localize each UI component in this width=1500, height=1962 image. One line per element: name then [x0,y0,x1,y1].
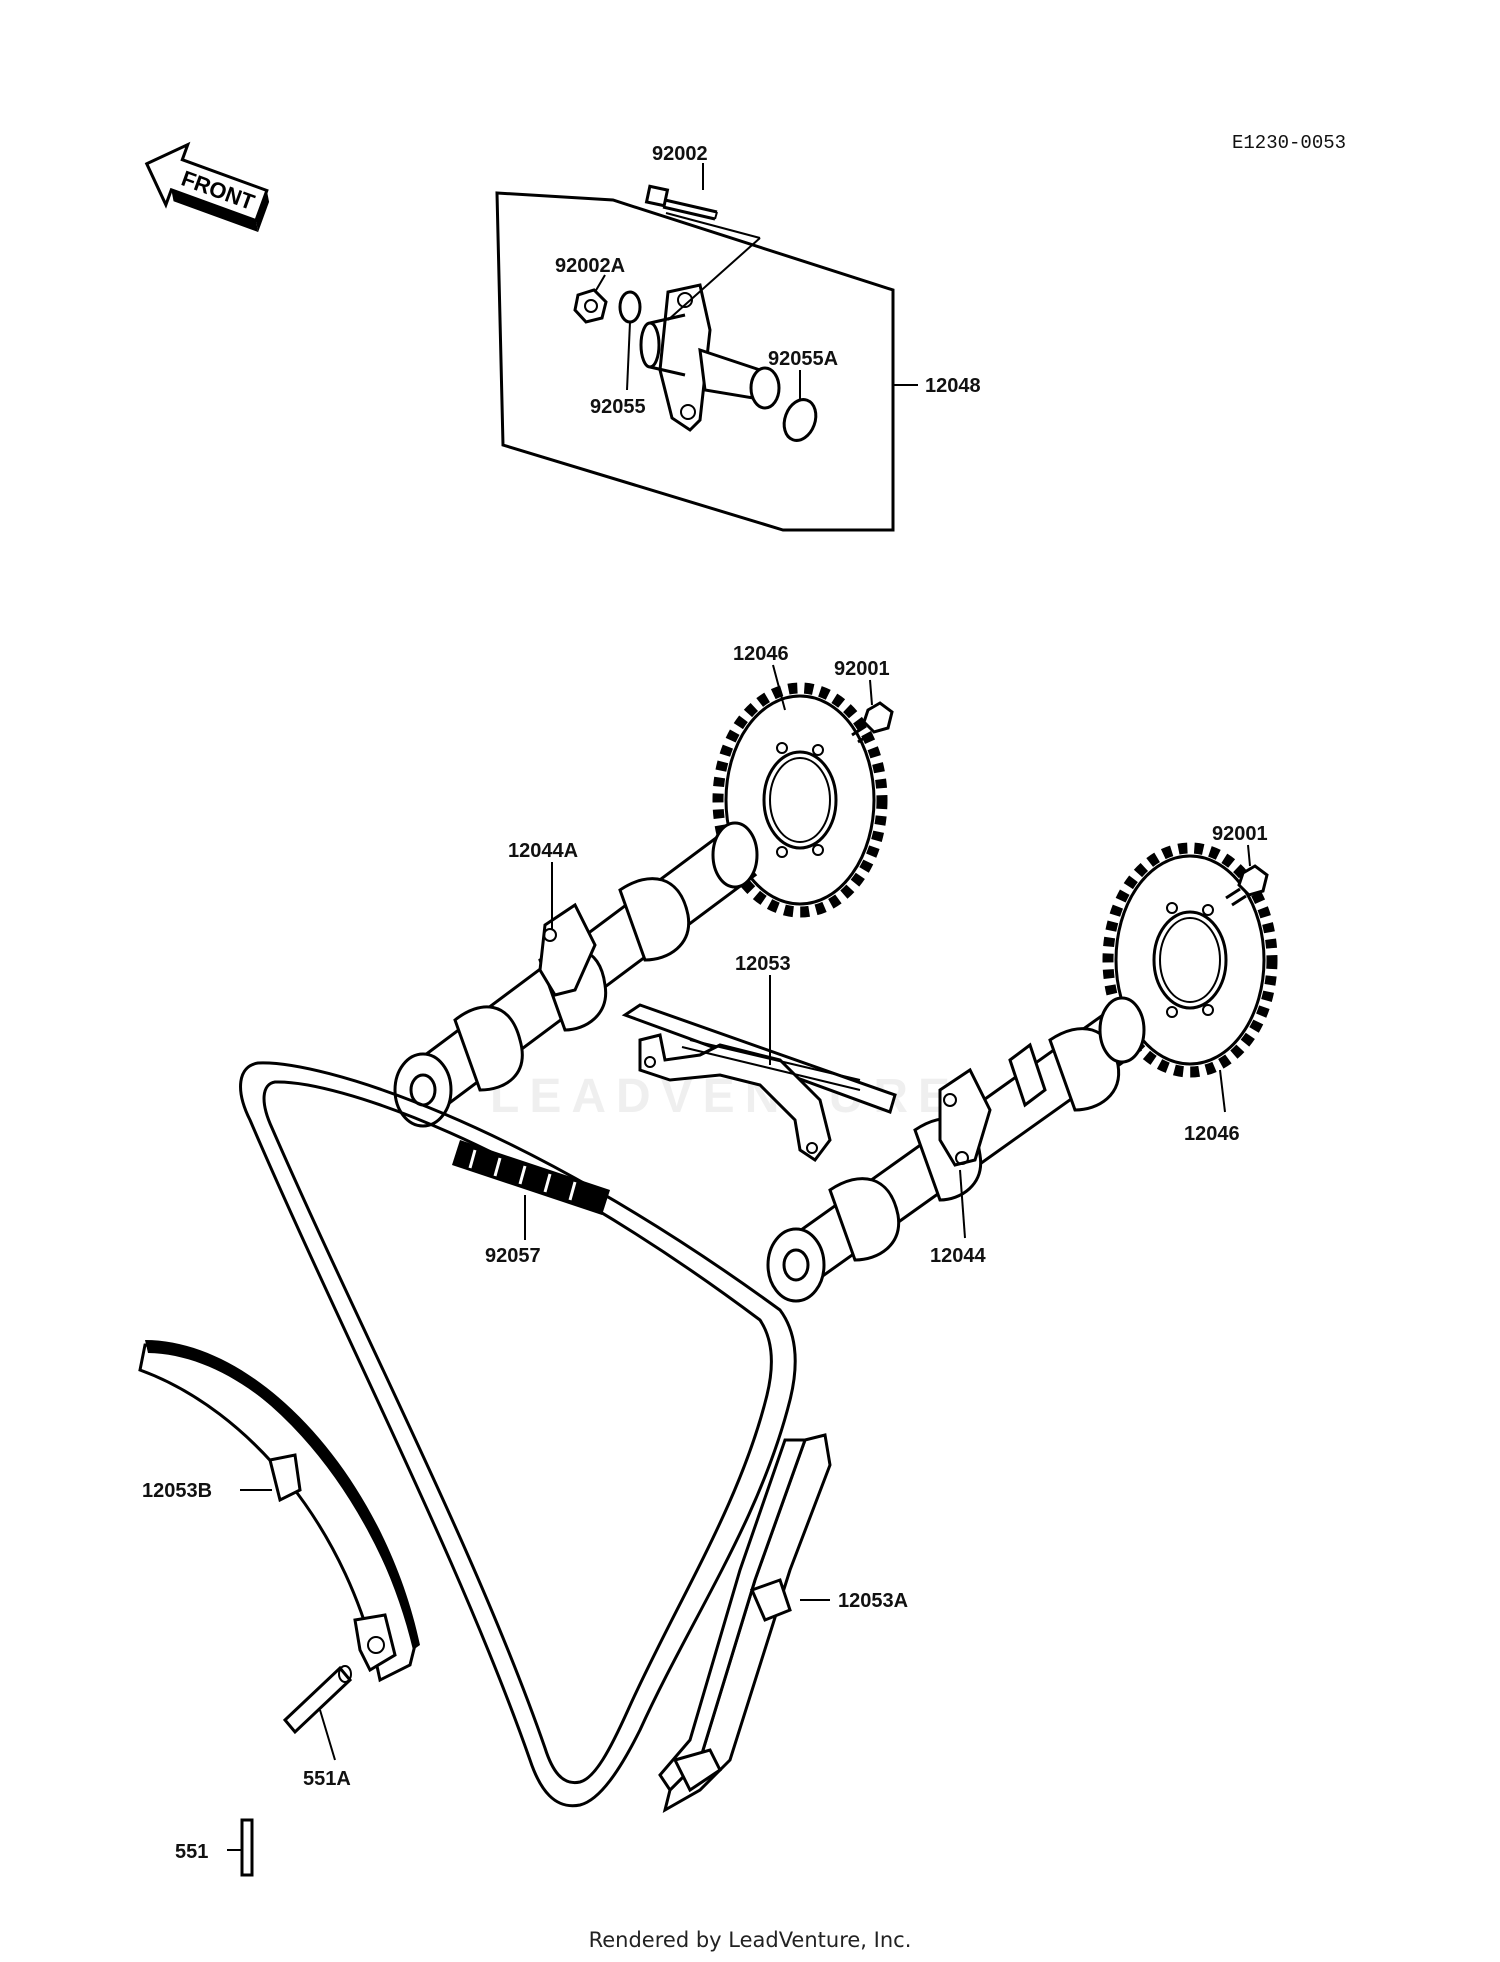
chain-guide-12053A [658,1433,832,1814]
label-12046-right: 12046 [1184,1123,1240,1145]
o-ring-92055 [618,290,642,324]
bolt-92002 [644,184,718,221]
footer-credit: Rendered by LeadVenture, Inc. [588,1928,912,1952]
bolt-92001-top [851,701,894,744]
chain-guide-12053 [621,1003,897,1163]
label-12048: 12048 [925,375,981,397]
label-92055A: 92055A [768,348,838,370]
label-12053B: 12053B [142,1480,212,1502]
front-arrow-icon: FRONT [144,141,270,233]
label-551A: 551A [303,1768,351,1790]
label-12044A: 12044A [508,840,578,862]
sprocket-12046-top [712,682,888,918]
label-92002: 92002 [652,143,708,165]
label-12044: 12044 [930,1245,986,1267]
label-12053: 12053 [735,953,791,975]
bolt-92001-right [1225,864,1269,907]
tensioner-assembly [495,163,918,532]
label-12053A: 12053A [838,1590,908,1612]
chain-guide-12053B [138,1340,420,1683]
camshaft-12044 [766,996,1146,1303]
label-92055: 92055 [590,396,646,418]
pin-551A [282,1665,353,1735]
label-92057: 92057 [485,1245,541,1267]
diagram-code: E1230-0053 [1232,132,1346,154]
nut-92002A [573,288,608,324]
label-92001-right: 92001 [1212,823,1268,845]
label-92001-top: 92001 [834,658,890,680]
label-551: 551 [175,1841,208,1863]
label-12046-top: 12046 [733,643,789,665]
o-ring-92055A [782,398,818,442]
tensioner-body [639,283,781,432]
label-92002A: 92002A [555,255,625,277]
cam-chain-92057 [239,1061,797,1808]
camshaft-12044A [393,821,759,1128]
sprocket-12046-right [1102,842,1278,1078]
pin-551 [240,1818,254,1877]
